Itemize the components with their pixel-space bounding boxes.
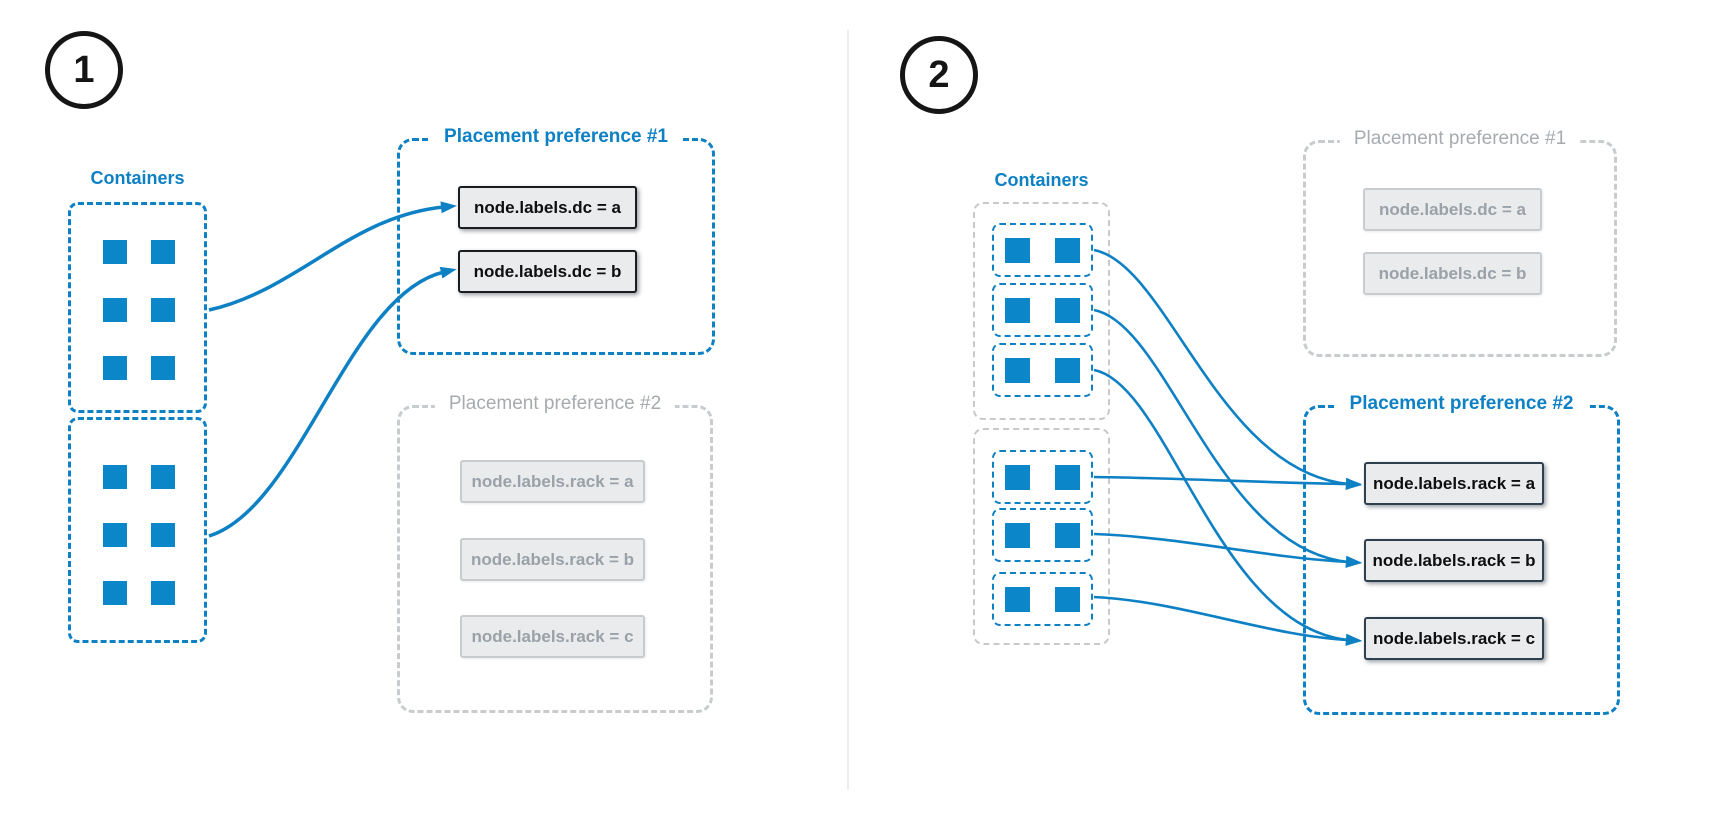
containers-label: Containers [994, 170, 1089, 190]
container-square [1055, 357, 1080, 383]
containers-label: Containers [90, 168, 185, 188]
container-square [1005, 357, 1030, 383]
container-square [1055, 522, 1080, 548]
preference-box-2-inactive: Placement preference #2 node.labels.rack… [397, 393, 713, 713]
container-square [1005, 586, 1030, 612]
container-square [103, 523, 127, 547]
label-box: node.labels.rack = a [460, 460, 645, 503]
container-square [151, 523, 175, 547]
step-badge-1: 1 [45, 31, 123, 109]
container-square [1055, 237, 1080, 263]
label-box: node.labels.rack = a [1364, 462, 1544, 505]
container-square [151, 465, 175, 489]
container-pair-box [992, 572, 1093, 626]
container-square [1005, 297, 1030, 323]
container-square [1005, 237, 1030, 263]
container-square [151, 581, 175, 605]
label-box: node.labels.dc = b [458, 250, 637, 293]
label-box: node.labels.rack = c [460, 615, 645, 658]
preference-title: Placement preference #2 [1335, 393, 1588, 415]
preference-title: Placement preference #1 [430, 126, 682, 148]
container-pair-box [992, 508, 1093, 562]
container-pair-box [992, 283, 1093, 337]
container-group [68, 202, 207, 413]
preference-title: Placement preference #2 [434, 393, 676, 415]
step-badge-2: 2 [900, 36, 978, 114]
panel-divider [847, 30, 849, 790]
preference-box-2-active: Placement preference #2 node.labels.rack… [1303, 393, 1620, 715]
label-box: node.labels.dc = b [1363, 252, 1542, 295]
container-pair-box [992, 223, 1093, 277]
container-square [103, 465, 127, 489]
label-box: node.labels.rack = b [460, 538, 645, 581]
container-square [103, 356, 127, 380]
container-square [1055, 586, 1080, 612]
container-group [68, 417, 207, 643]
container-square [1055, 464, 1080, 490]
label-box: node.labels.rack = c [1364, 617, 1544, 660]
container-square [151, 240, 175, 264]
label-box: node.labels.dc = a [1363, 188, 1542, 231]
label-box: node.labels.dc = a [458, 186, 637, 229]
container-pair-box [992, 450, 1093, 504]
preference-box-1-inactive: Placement preference #1 node.labels.dc =… [1303, 128, 1617, 357]
container-square [1005, 464, 1030, 490]
container-pair-box [992, 343, 1093, 397]
container-square [151, 356, 175, 380]
label-box: node.labels.rack = b [1364, 539, 1544, 582]
preference-title: Placement preference #1 [1339, 128, 1581, 150]
container-square [103, 298, 127, 322]
preference-box-1-active: Placement preference #1 node.labels.dc =… [397, 126, 715, 355]
container-square [151, 298, 175, 322]
container-square [103, 240, 127, 264]
container-square [103, 581, 127, 605]
container-square [1055, 297, 1080, 323]
container-square [1005, 522, 1030, 548]
